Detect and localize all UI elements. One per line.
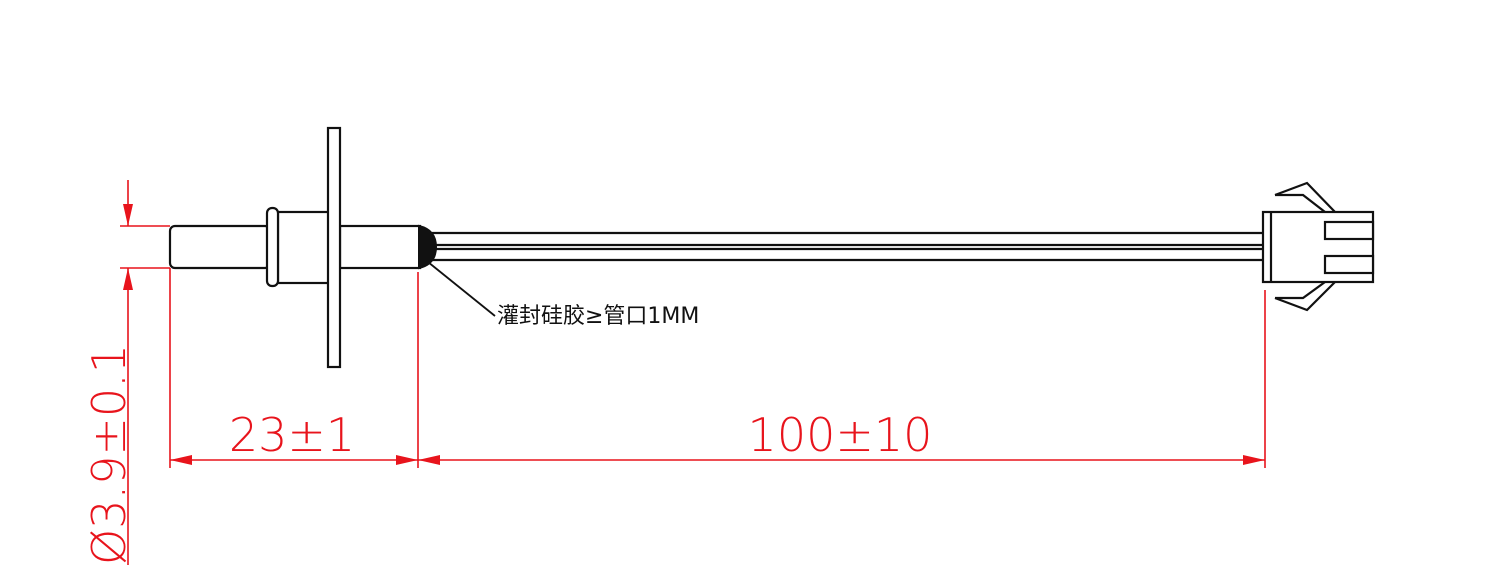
probe xyxy=(168,126,438,369)
arrow-down-icon xyxy=(123,204,133,226)
probe-collar xyxy=(265,206,280,288)
arrow-right-icon xyxy=(396,455,418,465)
cable xyxy=(432,231,1263,262)
probe-sleeve xyxy=(276,210,332,285)
diameter-dimension: Ø3.9±0.1 xyxy=(82,180,170,565)
sealing-note: 灌封硅胶≥管口1MM xyxy=(497,304,699,329)
probe-tip xyxy=(168,224,272,270)
arrow-right-icon xyxy=(1243,455,1265,465)
length-dimensions: 23±1 100±10 xyxy=(169,268,1266,468)
probe-tube xyxy=(338,224,422,270)
arrow-left-icon xyxy=(170,455,192,465)
arrow-left-icon xyxy=(418,455,440,465)
cable-length-label: 100±10 xyxy=(748,408,933,462)
leader-line xyxy=(427,261,496,317)
probe-length-label: 23±1 xyxy=(229,408,355,462)
silicone-seal xyxy=(418,224,438,270)
mounting-flange xyxy=(326,126,342,369)
connector xyxy=(1261,181,1375,312)
diameter-label: Ø3.9±0.1 xyxy=(82,344,136,565)
arrow-up-icon xyxy=(123,268,133,290)
